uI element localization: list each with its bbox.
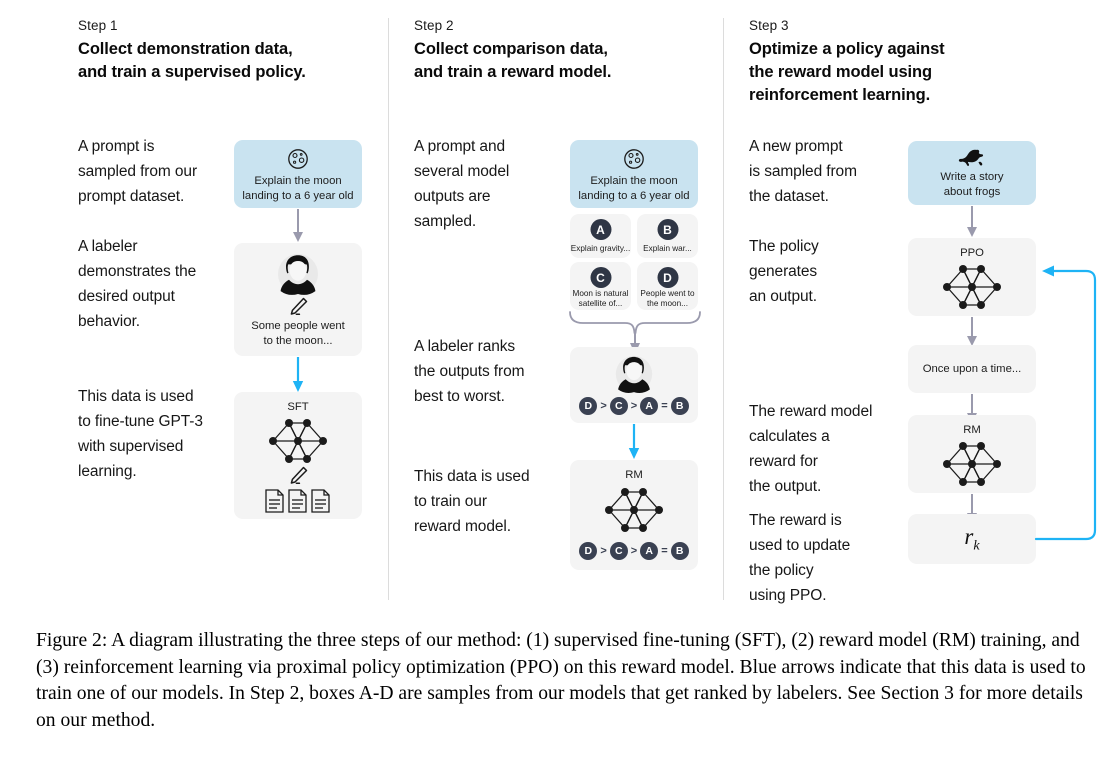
step-3-column: Step 3 Optimize a policy against the rew… [749,0,1097,612]
step-1-prompt-box[interactable]: Explain the moon landing to a 6 year old [234,140,362,208]
moon-icon [288,149,308,169]
step-2-paragraph-1: A prompt and several model outputs are s… [414,138,510,230]
neural-network-icon [943,442,1001,486]
step-2-rm-caption: RM [625,469,643,481]
rank-chip: B [670,397,689,415]
sample-letter-b: B [657,219,678,240]
step-1-paragraph-3: This data is used to fine-tune GPT-3 wit… [78,388,203,480]
step-1-title: Collect demonstration data, and train a … [78,40,306,81]
step-2-labeler-ranking: D > C > A = B [570,397,698,415]
step-3-reward-box[interactable]: rk [908,514,1036,564]
step-3-rm-caption: RM [963,424,981,436]
step-3-paragraph-1: A new prompt is sampled from the dataset… [749,138,857,205]
step-3-paragraph-2: The policy generates an output. [749,238,819,305]
rank-chip: D [579,397,598,415]
arrow-down-blue-1 [292,357,304,392]
step-3-ppo-caption: PPO [960,247,984,259]
step-3-output-box[interactable]: Once upon a time... [908,345,1036,393]
step-1-paragraph-2: A labeler demonstrates the desired outpu… [78,238,197,330]
merge-brace-arrow [569,311,701,354]
step-3-title: Optimize a policy against the reward mod… [749,40,945,104]
step-3-label: Step 3 [749,18,789,33]
step-1-sft-caption: SFT [287,401,309,413]
rank-chip: D [579,542,598,560]
step-3-prompt-box[interactable]: Write a story about frogs [908,141,1036,205]
reward-letter: r [964,524,974,549]
moon-icon [624,149,644,169]
documents-icon [265,489,330,513]
sample-text-c: Moon is natural satellite of... [572,289,629,308]
step-1-paragraph-1: A prompt is sampled from our prompt data… [78,138,198,205]
reward-subscript: k [973,538,980,554]
step-2-sample-a[interactable]: A Explain gravity... [570,214,631,258]
step-1-sft-box[interactable]: SFT [234,392,362,519]
rank-operator: = [661,400,668,412]
sample-letter-a: A [590,219,611,240]
step-2-column: Step 2 Collect comparison data, and trai… [414,0,714,612]
step-2-label: Step 2 [414,18,454,33]
sample-letter-c: C [590,267,611,288]
rank-operator: > [600,400,607,412]
arrow-down-gray-a [967,206,977,237]
neural-network-icon [943,265,1001,309]
step-3-ppo-box[interactable]: PPO [908,238,1036,316]
arrow-down-blue-2 [628,424,640,459]
rank-chip: A [640,542,659,560]
rank-chip: C [609,397,628,415]
step-1-label: Step 1 [78,18,118,33]
step-2-sample-d[interactable]: D People went to the moon... [637,262,698,310]
step-2-rm-box[interactable]: RM D > C > [570,460,698,570]
rank-operator: > [630,545,638,557]
step-1-prompt-text: Explain the moon landing to a 6 year old [242,175,354,202]
column-divider-1 [388,18,389,600]
step-2-sample-b[interactable]: B Explain war... [637,214,698,258]
step-1-column: Step 1 Collect demonstration data, and t… [78,0,378,612]
rank-chip: A [640,397,659,415]
rank-chip: C [609,542,628,560]
rank-operator: = [661,545,668,557]
step-2-paragraph-2: A labeler ranks the outputs from best to… [414,338,525,405]
pencil-icon [290,466,308,484]
step-3-paragraph-4: The reward is used to update the policy … [749,512,851,604]
reward-symbol: rk [908,524,1036,555]
arrow-down-gray-b [967,317,977,346]
step-2-title: Collect comparison data, and train a rew… [414,40,612,81]
neural-network-icon [269,419,327,463]
labeler-icon [278,254,318,295]
column-divider-2 [723,18,724,600]
step-3-paragraph-3: The reward model calculates a reward for… [749,403,873,495]
arrow-down-gray-1 [293,209,303,242]
rank-operator: > [630,400,638,412]
step-2-paragraph-3: This data is used to train our reward mo… [414,468,530,535]
rank-operator: > [600,545,607,557]
figure-caption: Figure 2: A diagram illustrating the thr… [36,630,1086,731]
method-diagram: Step 1 Collect demonstration data, and t… [78,0,1097,612]
step-2-prompt-box[interactable]: Explain the moon landing to a 6 year old [570,140,698,208]
step-3-rm-box[interactable]: RM [908,415,1036,493]
step-1-labeler-text: Some people went to the moon... [251,320,345,347]
step-2-sample-c[interactable]: C Moon is natural satellite of... [570,262,631,310]
sample-text-a: Explain gravity... [570,244,631,253]
step-1-labeler-box[interactable]: Some people went to the moon... [234,243,362,356]
step-3-prompt-text: Write a story about frogs [940,171,1004,198]
sample-text-b: Explain war... [643,244,692,253]
rank-chip: B [670,542,689,560]
sample-text-d: People went to the moon... [640,289,695,308]
ppo-feedback-loop-arrow [1034,265,1097,541]
neural-network-icon [605,488,663,532]
frog-icon [958,149,984,166]
step-2-prompt-text: Explain the moon landing to a 6 year old [578,175,690,202]
step-2-rm-ranking: D > C > A = B [570,542,698,560]
step-2-labeler-box[interactable]: D > C > A = B [570,347,698,423]
sample-letter-d: D [657,267,678,288]
labeler-icon [615,355,653,393]
pencil-icon [290,297,308,315]
step-3-output-text: Once upon a time... [922,363,1022,375]
